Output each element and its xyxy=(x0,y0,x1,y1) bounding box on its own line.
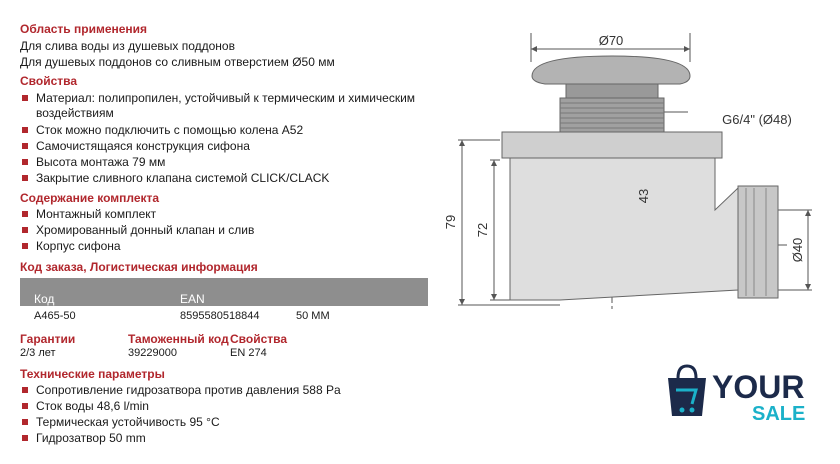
order-ean: 8595580518844 xyxy=(180,310,260,322)
shopping-bag-icon xyxy=(668,364,706,416)
standard-value: EN 274 xyxy=(230,347,267,359)
property-item-continuation: воздействиям xyxy=(36,106,114,120)
application-line: Для душевых поддонов со сливным отверсти… xyxy=(20,55,335,69)
property-item: Самочистящаяся конструкция сифона xyxy=(20,139,250,153)
technical-item: Гидрозатвор 50 mm xyxy=(20,431,146,445)
property-item: Высота монтажа 79 мм xyxy=(20,155,165,169)
property-item: Закрытие сливного клапана системой CLICK… xyxy=(20,171,329,185)
customs-code-header: Таможенный код xyxy=(128,332,229,346)
order-title: Код заказа, Логистическая информация xyxy=(20,260,258,274)
contents-item: Монтажный комплект xyxy=(20,207,156,221)
application-title: Область применения xyxy=(20,22,148,36)
order-code: A465-50 xyxy=(34,310,76,322)
properties-title: Свойства xyxy=(20,74,78,88)
property-item: Сток можно подключить с помощью колена A… xyxy=(20,123,303,137)
technical-item: Термическая устойчивость 95 °C xyxy=(20,415,220,429)
dim-40-label: Ø40 xyxy=(790,238,805,263)
guarantee-header: Гарантии xyxy=(20,332,76,346)
order-size: 50 MM xyxy=(296,310,330,322)
logo-word-sale: SALE xyxy=(752,403,805,424)
guarantee-value: 2/3 лет xyxy=(20,347,56,359)
technical-title: Технические параметры xyxy=(20,367,165,381)
logo-word-your: YOUR xyxy=(712,369,804,405)
dim-thread-label: G6/4" (Ø48) xyxy=(722,112,792,127)
dim-72-label: 72 xyxy=(475,223,490,237)
yoursale-logo: YOUR SALE xyxy=(666,364,832,425)
order-col-code: Код xyxy=(34,292,55,306)
technical-item: Сопротивление гидрозатвора против давлен… xyxy=(20,383,341,397)
dim-79-label: 79 xyxy=(443,215,458,229)
contents-title: Содержание комплекта xyxy=(20,191,160,205)
contents-item: Хромированный донный клапан и слив xyxy=(20,223,254,237)
property-item: Материал: полипропилен, устойчивый к тер… xyxy=(20,91,415,105)
application-line: Для слива воды из душевых поддонов xyxy=(20,39,235,53)
siphon-technical-drawing: Ø70 G6/4" (Ø48) 79 72 43 Ø40 xyxy=(443,33,812,310)
order-col-ean: EAN xyxy=(180,292,205,306)
dim-top-label: Ø70 xyxy=(599,33,624,48)
dim-43-label: 43 xyxy=(636,189,651,203)
technical-item: Сток воды 48,6 l/min xyxy=(20,399,149,413)
customs-code-value: 39229000 xyxy=(128,347,177,359)
order-table-header: Код EAN xyxy=(20,278,428,306)
contents-item: Корпус сифона xyxy=(20,239,121,253)
standard-header: Свойства xyxy=(230,332,288,346)
